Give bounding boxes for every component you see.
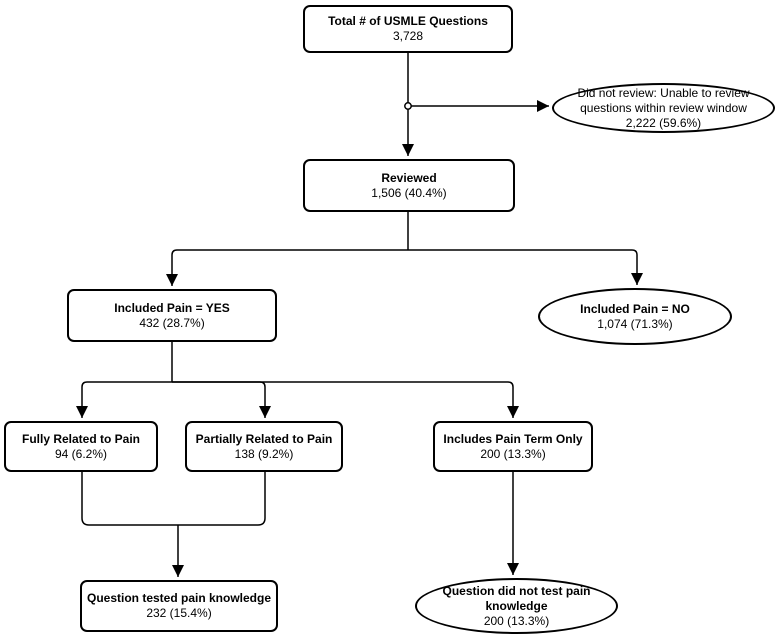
node-reviewed: Reviewed 1,506 (40.4%) [303, 159, 515, 212]
node-fully-related-value: 94 (6.2%) [54, 446, 108, 461]
node-pain-term-only-value: 200 (13.3%) [480, 446, 546, 461]
node-included-pain-yes-label: Included Pain = YES [114, 300, 230, 315]
node-partially-related: Partially Related to Pain 138 (9.2%) [185, 421, 343, 472]
node-not-tested-knowledge-value: 200 (13.3%) [483, 613, 550, 628]
node-total-questions-value: 3,728 [392, 29, 424, 43]
node-did-not-review: Did not review: Unable to review questio… [552, 83, 775, 133]
edge-reviewed-to-yes [166, 249, 408, 286]
node-pain-term-only: Includes Pain Term Only 200 (13.3%) [433, 421, 593, 472]
node-tested-knowledge-value: 232 (15.4%) [146, 606, 212, 620]
node-included-pain-no-value: 1,074 (71.3%) [597, 316, 673, 331]
node-included-pain-no: Included Pain = NO 1,074 (71.3%) [538, 288, 732, 345]
node-tested-knowledge: Question tested pain knowledge 232 (15.4… [80, 580, 278, 632]
node-not-tested-knowledge-label: Question did not test pain knowledge [442, 583, 591, 613]
edge-yes-to-termonly [172, 381, 519, 418]
node-pain-term-only-label: Includes Pain Term Only [443, 431, 583, 446]
edge-merge-bracket [81, 472, 266, 526]
node-partially-related-label: Partially Related to Pain [195, 431, 333, 446]
junction-dot [404, 102, 412, 110]
node-total-questions-label: Total # of USMLE Questions [328, 14, 488, 28]
node-not-tested-knowledge: Question did not test pain knowledge 200… [415, 578, 618, 634]
node-partially-related-value: 138 (9.2%) [234, 446, 294, 461]
edge-yes-to-partially [172, 381, 271, 418]
node-fully-related: Fully Related to Pain 94 (6.2%) [4, 421, 158, 472]
edge-reviewed-to-no [408, 249, 643, 285]
node-tested-knowledge-label: Question tested pain knowledge [86, 591, 272, 605]
node-did-not-review-value: 2,222 (59.6%) [625, 115, 702, 130]
node-total-questions: Total # of USMLE Questions 3,728 [303, 5, 513, 53]
node-included-pain-yes-value: 432 (28.7%) [139, 315, 205, 330]
node-included-pain-yes: Included Pain = YES 432 (28.7%) [67, 289, 277, 342]
node-included-pain-no-label: Included Pain = NO [580, 301, 690, 316]
node-reviewed-label: Reviewed [381, 170, 437, 185]
node-fully-related-label: Fully Related to Pain [21, 431, 141, 446]
node-reviewed-value: 1,506 (40.4%) [371, 185, 447, 200]
node-did-not-review-label: Did not review: Unable to review questio… [577, 85, 750, 115]
edge-yes-to-fully [76, 381, 172, 418]
